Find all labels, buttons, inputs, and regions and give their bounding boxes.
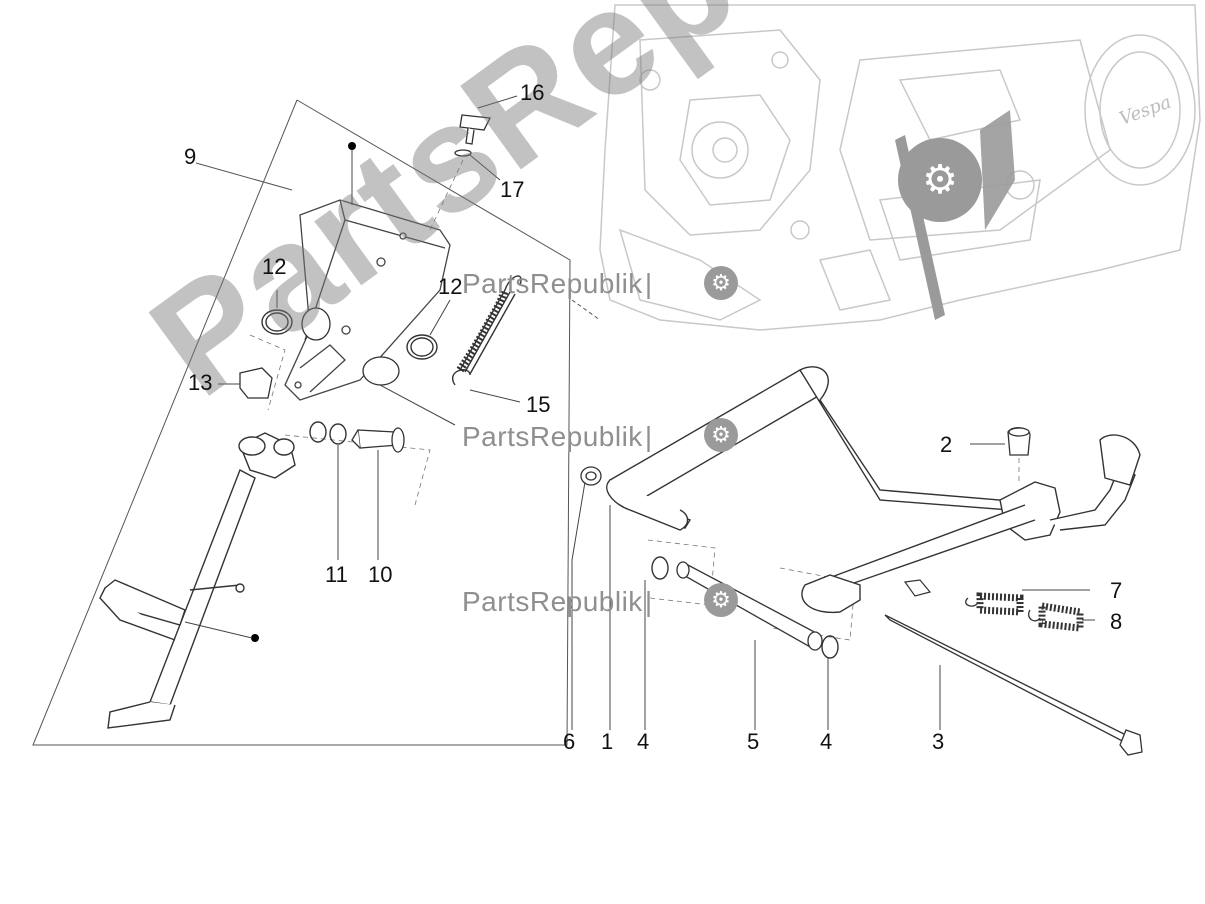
part-label-12-right: 12 xyxy=(438,274,463,299)
gear-icon: ⚙ xyxy=(922,157,958,203)
part-label-5: 5 xyxy=(747,729,760,754)
gear-icon: ⚙ xyxy=(704,583,738,617)
part-label-17: 17 xyxy=(500,177,525,202)
watermark-text-3: PartsRepublik| xyxy=(462,586,653,617)
washers-11 xyxy=(309,421,347,445)
part-label-7: 7 xyxy=(1110,578,1123,603)
long-bolt-3 xyxy=(884,614,1143,756)
o-rings-12 xyxy=(261,309,438,360)
bolt-16 xyxy=(454,114,492,157)
part-label-4-right: 4 xyxy=(820,729,833,754)
center-stand xyxy=(606,366,1141,614)
bullet-marker-bottom xyxy=(251,634,259,642)
part-label-10: 10 xyxy=(368,562,393,587)
part-label-8: 8 xyxy=(1110,609,1123,634)
clip-13 xyxy=(239,367,273,399)
gear-icon: ⚙ xyxy=(704,266,738,300)
circlips-4 xyxy=(651,556,839,659)
stand-bracket xyxy=(284,199,451,401)
shaft-5 xyxy=(676,561,823,651)
part-label-13: 13 xyxy=(188,370,213,395)
part-label-2: 2 xyxy=(940,432,953,457)
part-label-1: 1 xyxy=(601,729,614,754)
engine-ghost-outline xyxy=(599,4,1201,331)
watermark-emblem xyxy=(895,110,1015,320)
side-stand-group-frame xyxy=(32,99,601,746)
part-label-6: 6 xyxy=(563,729,576,754)
bullet-marker-top xyxy=(348,142,356,150)
pin-10 xyxy=(351,427,405,453)
part-label-15: 15 xyxy=(526,392,551,417)
rubber-stop-2 xyxy=(1007,427,1031,456)
gear-icon: ⚙ xyxy=(704,418,738,452)
watermark-text-2: PartsRepublik| xyxy=(462,421,653,452)
part-label-9: 9 xyxy=(184,144,197,169)
part-label-12-left: 12 xyxy=(262,254,287,279)
part-label-16: 16 xyxy=(520,80,545,105)
vespa-logo: Vespa xyxy=(1117,92,1174,130)
part-label-11: 11 xyxy=(325,562,348,587)
watermark-text-1: PartsRepublik| xyxy=(462,268,653,299)
side-stand-leg xyxy=(99,432,296,729)
small-bolt xyxy=(903,579,932,597)
spring-15 xyxy=(452,275,522,386)
bushing-6 xyxy=(580,466,602,486)
part-label-3: 3 xyxy=(932,729,945,754)
part-label-4-left: 4 xyxy=(637,729,650,754)
springs-7-8 xyxy=(965,592,1084,632)
